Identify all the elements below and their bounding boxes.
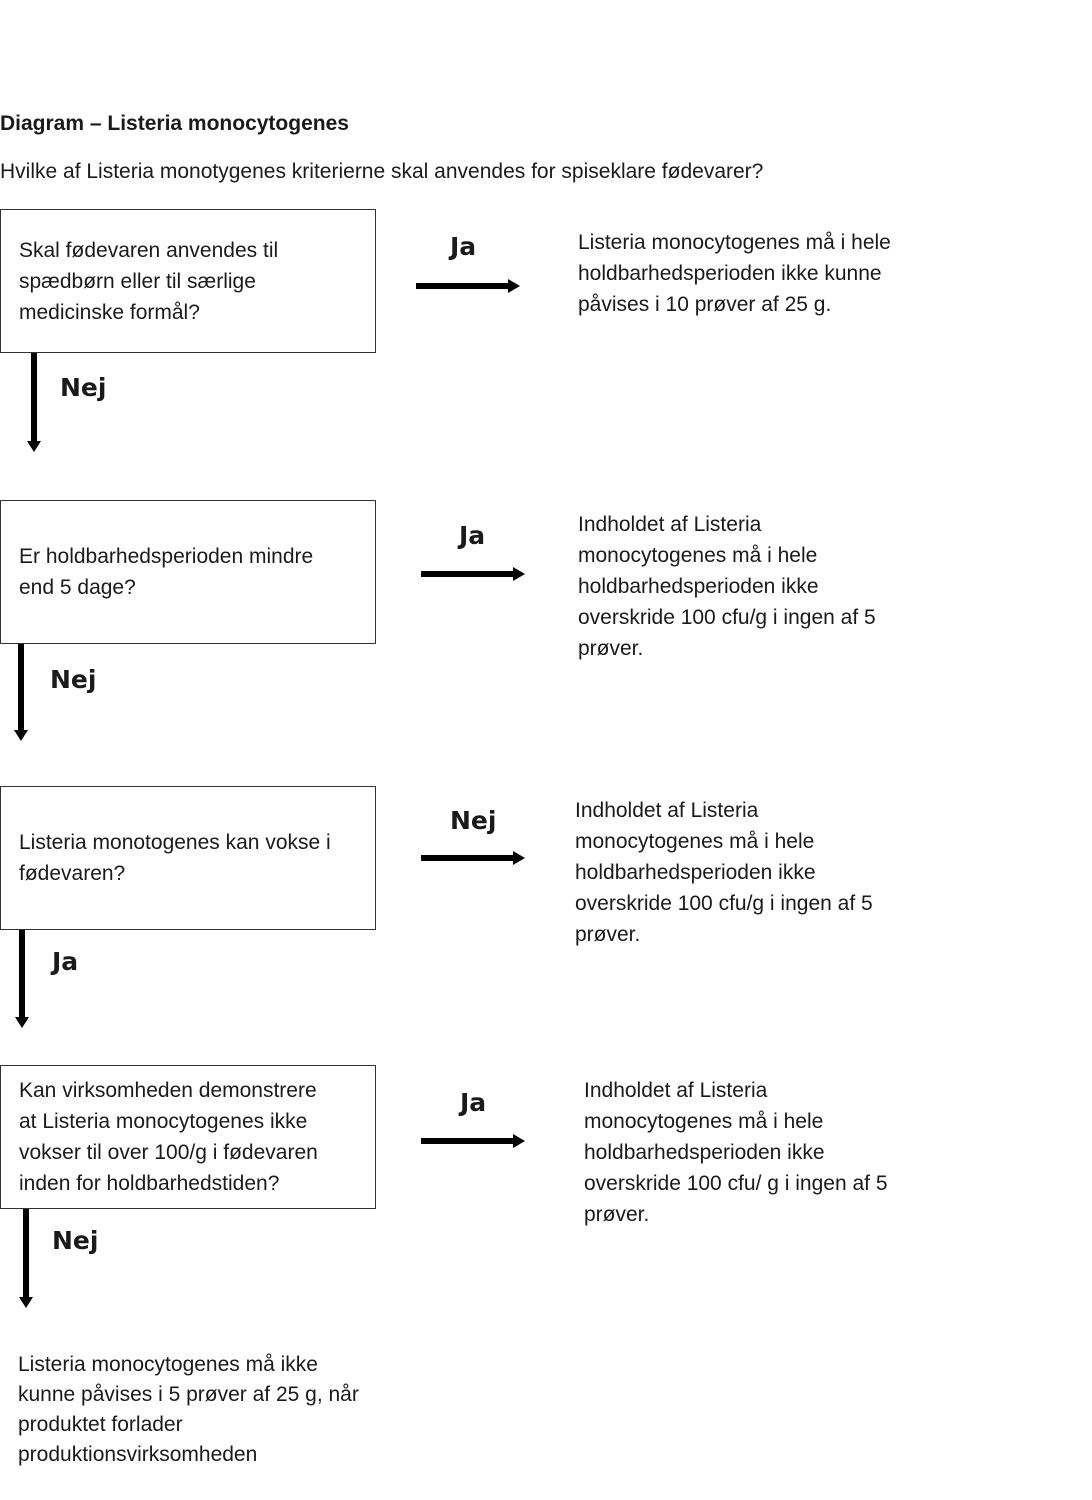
step-4-side-label: Ja [460,1088,487,1117]
step-4-question-text: Kan virksomheden demonstrere at Listeria… [19,1079,318,1195]
step-1-question-box: Skal fødevaren anvendes til spædbørn ell… [0,209,376,353]
step-3-down-arrow [15,930,29,1028]
step-1-down-arrow [27,353,41,452]
step-4-question-box: Kan virksomheden demonstrere at Listeria… [0,1065,376,1209]
step-4-down-label: Nej [52,1226,99,1255]
step-1-side-label: Ja [450,232,477,261]
step-3-question-text: Listeria monotogenes kan vokse i fødevar… [19,831,331,885]
step-2-right-arrow [421,567,525,581]
step-1-question-text: Skal fødevaren anvendes til spædbørn ell… [19,238,279,324]
step-2-question-text: Er holdbarhedsperioden mindre end 5 dage… [19,545,314,599]
step-3-result: Indholdet af Listeria monocytogenes må i… [575,799,873,946]
diagram-title: Diagram – Listeria monocytogenes [0,112,349,135]
step-4-right-arrow [421,1134,525,1148]
final-result: Listeria monocytogenes må ikke kunne påv… [18,1353,359,1466]
step-2-down-label: Nej [50,665,97,694]
step-3-down-label: Ja [52,947,79,976]
step-4-result: Indholdet af Listeria monocytogenes må i… [584,1079,888,1226]
step-1-down-label: Nej [60,373,107,402]
step-3-side-label: Nej [450,806,497,835]
diagram-question: Hvilke af Listeria monotygenes kriterier… [0,160,764,183]
step-3-right-arrow [421,851,525,865]
step-1-right-arrow [416,279,520,293]
step-1-result: Listeria monocytogenes må i hele holdbar… [578,231,891,316]
step-2-side-label: Ja [459,521,486,550]
step-3-question-box: Listeria monotogenes kan vokse i fødevar… [0,786,376,930]
step-2-result: Indholdet af Listeria monocytogenes må i… [578,513,876,660]
step-4-down-arrow [19,1209,33,1308]
step-2-question-box: Er holdbarhedsperioden mindre end 5 dage… [0,500,376,644]
step-2-down-arrow [14,644,28,741]
